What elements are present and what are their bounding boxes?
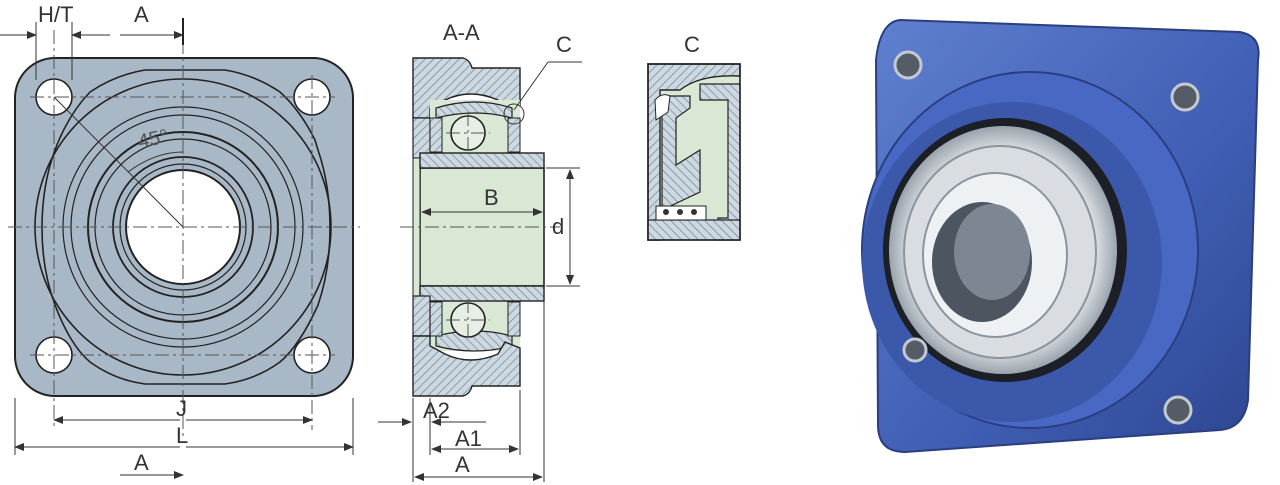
c-detail-circle (503, 103, 525, 125)
photo-bore-highlight (954, 204, 1030, 300)
seal-top-left (429, 117, 443, 153)
section-title: A-A (443, 20, 480, 45)
product-photo (845, 0, 1280, 485)
detail-title: C (684, 32, 700, 57)
section-inner-ring-bottom (419, 285, 545, 302)
label-a2: A2 (423, 398, 450, 423)
section-view: A-A (378, 20, 582, 482)
detail-seal-lip (654, 94, 671, 121)
label-d: d (552, 214, 564, 239)
section-housing-web-upper (412, 117, 431, 159)
photo-bolt-hole-bottom-right (1163, 395, 1193, 425)
label-a-section: A (455, 452, 470, 477)
housing-boss-outline (41, 69, 331, 385)
detail-inner-ring-hatch (647, 219, 741, 241)
detail-view: C (647, 32, 741, 241)
photo-bolt-hole-top-right (1170, 82, 1200, 112)
label-ht: H/T (38, 2, 73, 27)
label-a-bottom: A (134, 450, 149, 475)
photo-bolt-hole-bottom-left (902, 337, 928, 363)
c-leader-line (513, 61, 549, 111)
label-j: J (176, 396, 187, 421)
section-housing-web-lower (412, 295, 431, 337)
diagonal-45-line (53, 96, 184, 228)
detail-rivet-3 (691, 209, 697, 215)
seal-top-right (507, 117, 521, 153)
seal-bottom-left (429, 301, 443, 337)
photo-bolt-hole-top-left (893, 50, 923, 80)
label-c-section: C (556, 32, 572, 57)
section-inner-ring-top (419, 152, 545, 169)
label-a-top: A (134, 2, 149, 27)
angle-arc (127, 151, 184, 173)
detail-rivet-1 (663, 209, 669, 215)
detail-seal-hatch (661, 95, 701, 211)
section-housing-bottom (412, 335, 521, 397)
detail-frame (647, 63, 741, 241)
detail-rivet-2 (677, 209, 683, 215)
label-l: L (176, 423, 188, 448)
label-b: B (484, 185, 499, 210)
seal-bottom-right (507, 301, 521, 337)
label-a1: A1 (455, 426, 482, 451)
front-view: H/T A 45° J L A (0, 2, 360, 479)
